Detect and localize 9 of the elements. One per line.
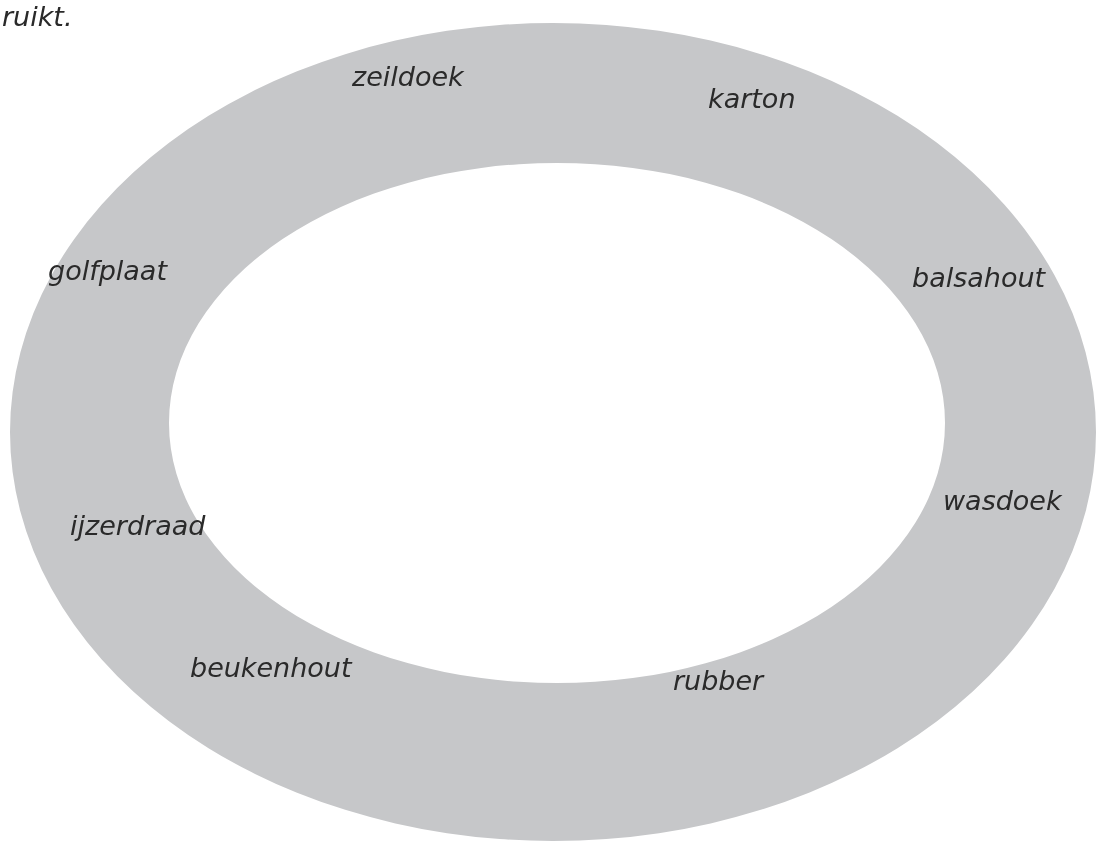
material-word: karton (708, 84, 796, 114)
material-word: zeildoek (352, 62, 464, 92)
material-word: ijzerdraad (70, 511, 206, 541)
material-word: golfplaat (48, 256, 167, 286)
instruction-text: ruikt. (2, 2, 73, 32)
material-word: beukenhout (190, 653, 352, 683)
material-word: rubber (673, 666, 764, 696)
material-word: balsahout (912, 263, 1046, 293)
material-word: wasdoek (943, 486, 1062, 516)
